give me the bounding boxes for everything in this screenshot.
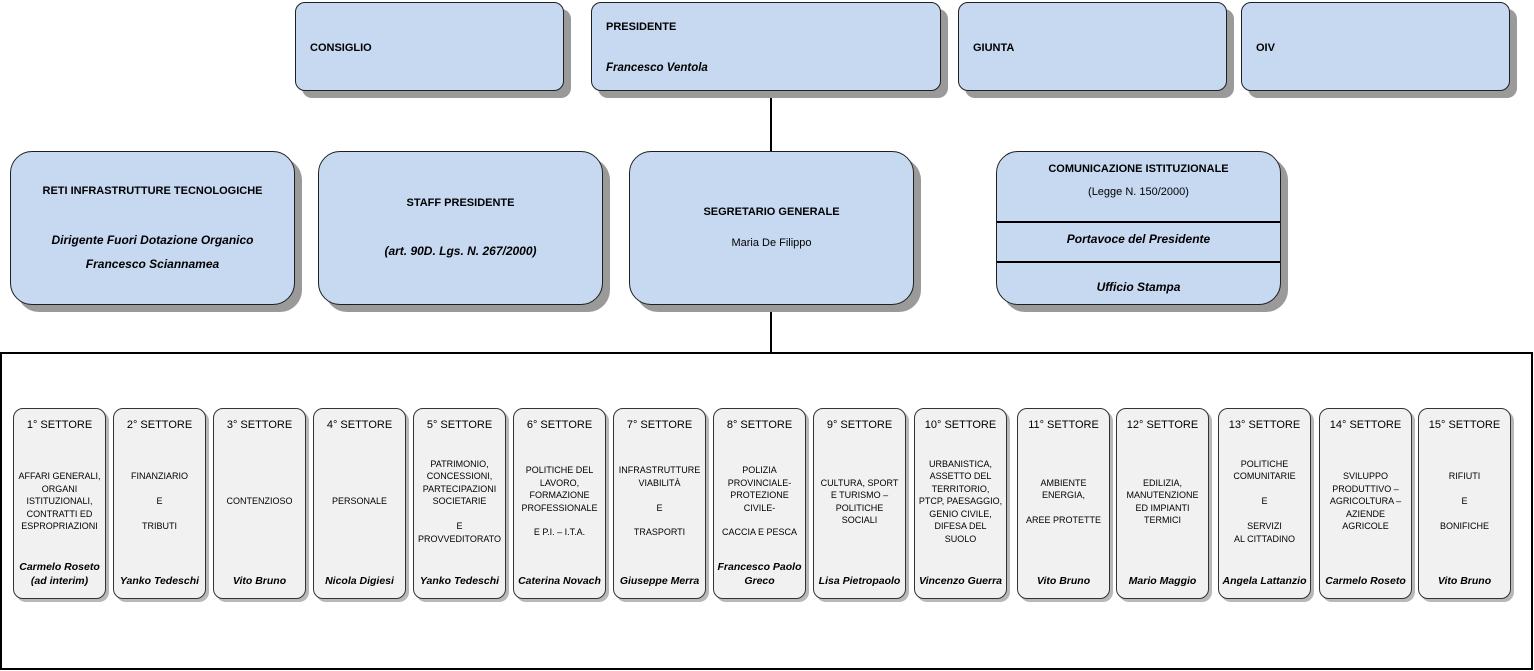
consiglio-label: CONSIGLIO	[310, 42, 372, 54]
sector-number: 5° SETTORE	[426, 419, 493, 431]
giunta-box[interactable]: GIUNTA	[958, 2, 1227, 91]
sector-head-name: Caterina Novach	[518, 575, 601, 588]
sector-number: 11° SETTORE	[1028, 419, 1099, 431]
sector-box-13[interactable]: 13° SETTORE POLITICHE COMUNITARIE E SERVI…	[1218, 408, 1311, 599]
sector-number: 15° SETTORE	[1428, 419, 1501, 431]
sector-number: 8° SETTORE	[726, 419, 793, 431]
sector-number: 14° SETTORE	[1329, 419, 1402, 431]
sector-head-name: Yanko Tedeschi	[119, 575, 200, 588]
sector-head-name: Vincenzo Guerra	[918, 575, 1003, 588]
comunicazione-divider-2	[997, 261, 1280, 263]
sector-description: POLIZIA PROVINCIALE-PROTEZIONE CIVILE- C…	[721, 465, 798, 538]
sector-description: POLITICHE DEL LAVORO, FORMAZIONE PROFESS…	[521, 465, 598, 538]
sector-box-8[interactable]: 8° SETTORE POLIZIA PROVINCIALE-PROTEZIONE…	[713, 408, 806, 599]
sector-number: 9° SETTORE	[826, 419, 893, 431]
sector-number: 4° SETTORE	[326, 419, 393, 431]
sector-number: 6° SETTORE	[526, 419, 593, 431]
presidente-label: PRESIDENTE	[606, 21, 677, 33]
giunta-label: GIUNTA	[973, 42, 1015, 54]
sectors-frame	[0, 352, 1533, 670]
sector-box-1[interactable]: 1° SETTORE AFFARI GENERALI, ORGANI ISTITU…	[13, 408, 106, 599]
sector-box-10[interactable]: 10° SETTORE URBANISTICA, ASSETTO DEL TERR…	[914, 408, 1007, 599]
oiv-label: OIV	[1256, 42, 1275, 54]
sector-head-name: Francesco Paolo Greco	[717, 560, 802, 588]
sector-description: PERSONALE	[331, 496, 388, 507]
sector-description: INFRASTRUTTURE VIABILITÀ E TRASPORTI	[618, 465, 701, 538]
sector-head-name: Mario Maggio	[1128, 575, 1197, 588]
presidente-name: Francesco Ventola	[606, 62, 708, 74]
sector-head-name: Yanko Tedeschi	[419, 575, 500, 588]
sector-description: PATRIMONIO, CONCESSIONI, PARTECIPAZIONI …	[417, 459, 502, 544]
sector-head-name: Carmelo Roseto (ad interim)	[19, 560, 100, 588]
sector-head-name: Giuseppe Merra	[619, 575, 700, 588]
sector-description: URBANISTICA, ASSETTO DEL TERRITORIO, PTC…	[918, 459, 1003, 544]
sector-description: POLITICHE COMUNITARIE E SERVIZI AL CITTA…	[1233, 459, 1296, 544]
comunicazione-title: COMUNICAZIONE ISTITUZIONALE	[1048, 163, 1229, 175]
ufficio-stampa-label: Ufficio Stampa	[1096, 280, 1181, 294]
sector-head-name: Lisa Pietropaolo	[818, 575, 901, 588]
comunicazione-istituzionale-box[interactable]: COMUNICAZIONE ISTITUZIONALE (Legge N. 15…	[996, 151, 1281, 305]
connector-segretario-sectors	[770, 305, 772, 353]
sector-description: CONTENZIOSO	[226, 496, 293, 507]
sector-head-name: Angela Lattanzio	[1222, 575, 1307, 588]
sector-description: EDILIZIA, MANUTENZIONE ED IMPIANTI TERMI…	[1126, 477, 1199, 525]
consiglio-box[interactable]: CONSIGLIO	[295, 2, 564, 91]
segretario-name: Maria De Filippo	[731, 237, 812, 249]
sector-head-name: Vito Bruno	[1036, 575, 1091, 588]
sector-description: RIFIUTI E BONIFICHE	[1439, 471, 1489, 532]
reti-title: RETI INFRASTRUTTURE TECNOLOGICHE	[42, 185, 263, 197]
sector-number: 10° SETTORE	[924, 419, 997, 431]
portavoce-label: Portavoce del Presidente	[1066, 232, 1211, 246]
sector-head-name: Vito Bruno	[232, 575, 287, 588]
segretario-generale-box[interactable]: SEGRETARIO GENERALE Maria De Filippo	[629, 151, 914, 305]
sector-number: 13° SETTORE	[1228, 419, 1301, 431]
sector-description: CULTURA, SPORT E TURISMO – POLITICHE SOC…	[820, 477, 899, 525]
staff-law: (art. 90D. Lgs. N. 267/2000)	[384, 244, 537, 258]
sector-number: 3° SETTORE	[226, 419, 293, 431]
reti-line1: Dirigente Fuori Dotazione Organico	[51, 233, 254, 247]
sector-box-12[interactable]: 12° SETTORE EDILIZIA, MANUTENZIONE ED IMP…	[1116, 408, 1209, 599]
reti-infrastrutture-box[interactable]: RETI INFRASTRUTTURE TECNOLOGICHE Dirigen…	[10, 151, 295, 305]
staff-presidente-box[interactable]: STAFF PRESIDENTE (art. 90D. Lgs. N. 267/…	[318, 151, 603, 305]
sector-box-2[interactable]: 2° SETTORE FINANZIARIO E TRIBUTI Yanko Ted…	[113, 408, 206, 599]
sector-number: 12° SETTORE	[1126, 419, 1199, 431]
sector-box-14[interactable]: 14° SETTORE SVILUPPO PRODUTTIVO – AGRICOL…	[1319, 408, 1412, 599]
sector-box-15[interactable]: 15° SETTORE RIFIUTI E BONIFICHE Vito Bruno	[1418, 408, 1511, 599]
sector-number: 2° SETTORE	[126, 419, 193, 431]
comunicazione-divider-1	[997, 221, 1280, 223]
sector-box-6[interactable]: 6° SETTORE POLITICHE DEL LAVORO, FORMAZIO…	[513, 408, 606, 599]
sector-box-3[interactable]: 3° SETTORE CONTENZIOSO Vito Bruno	[213, 408, 306, 599]
sector-box-4[interactable]: 4° SETTORE PERSONALE Nicola Digiesi	[313, 408, 406, 599]
sector-description: FINANZIARIO E TRIBUTI	[130, 471, 188, 532]
oiv-box[interactable]: OIV	[1241, 2, 1510, 91]
staff-title: STAFF PRESIDENTE	[406, 197, 515, 209]
sector-description: AFFARI GENERALI, ORGANI ISTITUZIONALI, C…	[18, 471, 101, 532]
segretario-title: SEGRETARIO GENERALE	[703, 206, 840, 218]
sector-description: SVILUPPO PRODUTTIVO – AGRICOLTURA – AZIE…	[1329, 471, 1402, 532]
sector-box-7[interactable]: 7° SETTORE INFRASTRUTTURE VIABILITÀ E TRA…	[613, 408, 706, 599]
sector-box-9[interactable]: 9° SETTORE CULTURA, SPORT E TURISMO – POL…	[813, 408, 906, 599]
sector-head-name: Nicola Digiesi	[325, 575, 394, 588]
presidente-box[interactable]: PRESIDENTE Francesco Ventola	[591, 2, 941, 91]
sector-head-name: Carmelo Roseto	[1325, 575, 1406, 588]
sector-box-11[interactable]: 11° SETTORE AMBIENTE ENERGIA, AREE PROTET…	[1017, 408, 1110, 599]
comunicazione-law: (Legge N. 150/2000)	[1088, 186, 1189, 198]
sector-description: AMBIENTE ENERGIA, AREE PROTETTE	[1025, 477, 1101, 525]
sector-number: 7° SETTORE	[626, 419, 693, 431]
sector-box-5[interactable]: 5° SETTORE PATRIMONIO, CONCESSIONI, PARTE…	[413, 408, 506, 599]
sector-head-name: Vito Bruno	[1437, 575, 1492, 588]
reti-line2: Francesco Sciannamea	[85, 257, 220, 271]
sector-number: 1° SETTORE	[26, 419, 93, 431]
connector-presidente-segretario	[770, 91, 772, 151]
